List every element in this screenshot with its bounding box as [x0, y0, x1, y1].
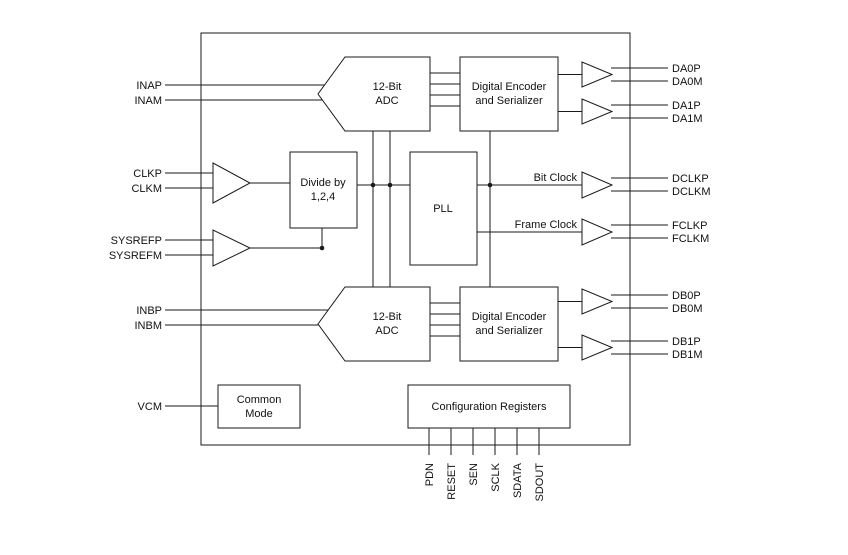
pin-label-pdn: PDN: [424, 463, 436, 486]
pin-label-sysrefp: SYSREFP: [111, 235, 162, 247]
common-mode-block: [217, 384, 301, 429]
sysref-input-buffer: [212, 229, 252, 267]
encoder-b-label-line1: Digital Encoder: [472, 311, 547, 323]
wire-labels: Bit Clock Frame Clock: [515, 172, 578, 231]
encoder-a-label-line1: Digital Encoder: [472, 81, 547, 93]
da0-output-buffer: [581, 61, 614, 88]
pin-label-da0m: DA0M: [672, 76, 703, 88]
adc-b-label-line2: ADC: [375, 325, 398, 337]
pin-label-da1m: DA1M: [672, 113, 703, 125]
config-registers-block: [407, 384, 571, 429]
junction-adc-clock-2: [387, 182, 393, 188]
pin-label-da0p: DA0P: [672, 63, 701, 75]
dclk-output-buffer: [581, 171, 614, 199]
pin-label-clkp: CLKP: [133, 168, 162, 180]
right-pin-labels: DA0P DA0M DA1P DA1M DCLKP DCLKM FCLKP FC…: [672, 63, 711, 361]
pin-label-inap: INAP: [136, 80, 162, 92]
fclk-output-buffer: [581, 218, 614, 246]
pin-label-db1p: DB1P: [672, 336, 701, 348]
config-registers-label: Configuration Registers: [432, 401, 547, 413]
junction-bit-clock: [487, 182, 493, 188]
pin-label-fclkm: FCLKM: [672, 233, 709, 245]
pin-label-db0m: DB0M: [672, 303, 703, 315]
pin-label-sdata: SDATA: [512, 462, 524, 498]
common-mode-label-line2: Mode: [245, 408, 273, 420]
adc-a-label-line1: 12-Bit: [373, 81, 402, 93]
pin-label-db1m: DB1M: [672, 349, 703, 361]
pll-label: PLL: [433, 203, 453, 215]
pin-label-inbm: INBM: [135, 320, 163, 332]
pin-label-clkm: CLKM: [131, 183, 162, 195]
pin-label-reset: RESET: [446, 463, 458, 500]
common-mode-label-line1: Common: [237, 394, 282, 406]
pin-label-db0p: DB0P: [672, 290, 701, 302]
clock-input-buffer: [212, 162, 252, 204]
adc-a-block: [317, 56, 431, 132]
junction-sysref: [319, 245, 325, 251]
pin-label-vcm: VCM: [138, 401, 162, 413]
pin-label-sen: SEN: [468, 463, 480, 486]
wires: [165, 67, 668, 455]
divider-label-line1: Divide by: [300, 177, 346, 189]
pin-label-dclkm: DCLKM: [672, 186, 711, 198]
pin-label-sclk: SCLK: [490, 462, 502, 491]
encoder-a-label-line2: and Serializer: [475, 95, 543, 107]
encoder-b-label-line2: and Serializer: [475, 325, 543, 337]
pin-label-inam: INAM: [135, 95, 163, 107]
db0-output-buffer: [581, 288, 614, 315]
bit-clock-label: Bit Clock: [534, 172, 578, 184]
pin-label-dclkp: DCLKP: [672, 173, 709, 185]
pll-block: [409, 151, 478, 266]
db1-output-buffer: [581, 334, 614, 361]
divider-label-line2: 1,2,4: [311, 191, 335, 203]
frame-clock-label: Frame Clock: [515, 219, 578, 231]
adc-b-label-line1: 12-Bit: [373, 311, 402, 323]
pin-label-sdout: SDOUT: [534, 463, 546, 502]
adc-a-label-line2: ADC: [375, 95, 398, 107]
da1-output-buffer: [581, 98, 614, 125]
bottom-pin-labels: PDN RESET SEN SCLK SDATA SDOUT: [424, 462, 546, 501]
left-pin-labels: INAP INAM CLKP CLKM SYSREFP SYSREFM INBP…: [109, 80, 162, 413]
divider-block: [289, 151, 358, 229]
block-labels: 12-Bit ADC Digital Encoder and Serialize…: [237, 81, 547, 420]
junction-adc-clock-1: [370, 182, 376, 188]
pin-label-sysrefm: SYSREFM: [109, 250, 162, 262]
adc-b-block: [317, 286, 431, 362]
pin-label-da1p: DA1P: [672, 100, 701, 112]
encoder-b-block: [459, 286, 559, 362]
pin-label-inbp: INBP: [136, 305, 162, 317]
encoder-a-block: [459, 56, 559, 132]
junction-dots: [319, 182, 493, 251]
pin-label-fclkp: FCLKP: [672, 220, 707, 232]
chip-boundary: [200, 32, 631, 446]
